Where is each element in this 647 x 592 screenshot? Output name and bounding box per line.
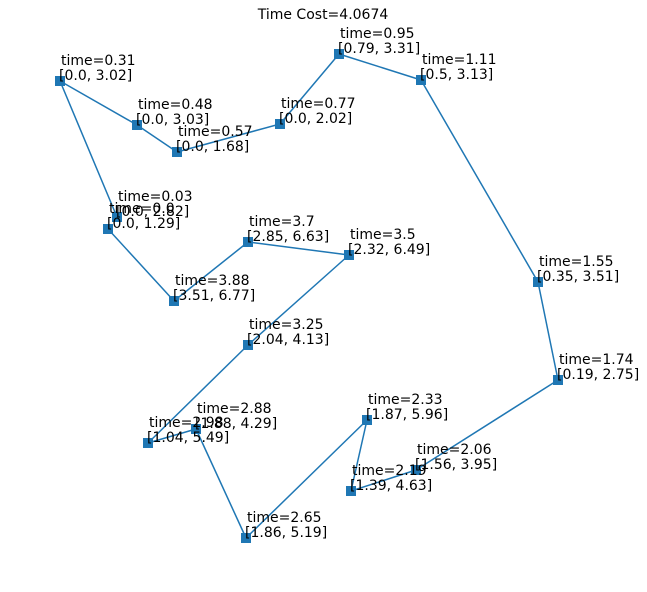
route-edge — [420, 79, 539, 283]
node-window-label: [0.0, 1.29] — [107, 216, 180, 232]
node-time-label: time=0.31 — [61, 53, 136, 69]
route-node-marker — [103, 224, 113, 234]
node-time-label: time=2.33 — [368, 392, 443, 408]
node-window-label: [0.79, 3.31] — [338, 41, 420, 57]
node-window-label: [3.51, 6.77] — [173, 288, 255, 304]
route-edge — [195, 428, 247, 539]
route-edge — [176, 123, 281, 153]
route-node-marker — [243, 237, 253, 247]
route-edge — [338, 53, 422, 81]
node-time-label: time=2.06 — [417, 442, 492, 458]
node-window-label: [0.35, 3.51] — [537, 269, 619, 285]
route-edge — [136, 124, 178, 153]
route-node-marker — [172, 147, 182, 157]
node-time-label: time=1.55 — [539, 254, 614, 270]
route-edge — [59, 80, 138, 126]
route-node-marker — [169, 296, 179, 306]
route-edge — [173, 241, 249, 302]
node-window-label: [1.39, 4.63] — [350, 478, 432, 494]
route-edge — [350, 419, 368, 492]
node-time-label: time=3.5 — [350, 227, 416, 243]
route-node-marker — [243, 340, 253, 350]
route-node-marker — [362, 415, 372, 425]
node-window-label: [0.0, 2.82] — [116, 204, 189, 220]
node-time-label: time=3.7 — [249, 214, 315, 230]
node-window-label: [0.0, 3.02] — [59, 68, 132, 84]
diagram-title: Time Cost=4.0674 — [257, 7, 389, 23]
node-time-label: time=3.88 — [175, 273, 250, 289]
node-window-label: [0.19, 2.75] — [557, 367, 639, 383]
route-node-marker — [416, 75, 426, 85]
node-window-label: [1.56, 3.95] — [415, 457, 497, 473]
route-node-marker — [411, 465, 421, 475]
route-node-marker — [241, 533, 251, 543]
route-node-marker — [143, 438, 153, 448]
route-edge — [245, 419, 368, 539]
route-edge — [279, 53, 340, 125]
route-edge — [147, 344, 249, 444]
route-edge — [247, 241, 350, 256]
node-time-label: time=1.11 — [422, 52, 497, 68]
route-edge — [59, 80, 118, 218]
route-node-marker — [344, 250, 354, 260]
route-node-marker — [132, 120, 142, 130]
route-edge — [107, 228, 175, 302]
node-time-label: time=2.88 — [197, 401, 272, 417]
node-time-label: time=0.57 — [178, 124, 253, 140]
node-time-label: time=0.03 — [118, 189, 193, 205]
node-window-label: [0.5, 3.13] — [420, 67, 493, 83]
route-edge — [247, 254, 350, 346]
node-window-label: [2.04, 4.13] — [247, 332, 329, 348]
node-time-label: time=0.48 — [138, 97, 213, 113]
node-window-label: [0.0, 3.03] — [136, 112, 209, 128]
node-window-label: [1.88, 4.29] — [195, 416, 277, 432]
node-time-label: time=3.25 — [249, 317, 324, 333]
node-time-label: time=2.19 — [352, 463, 427, 479]
route-node-marker — [346, 486, 356, 496]
node-time-label: time=2.98 — [149, 415, 224, 431]
route-node-marker — [191, 424, 201, 434]
node-window-label: [1.86, 5.19] — [245, 525, 327, 541]
node-window-label: [0.0, 2.02] — [279, 111, 352, 127]
route-node-marker — [533, 277, 543, 287]
route-edge — [147, 428, 197, 444]
node-labels: time=0.31[0.0, 3.02] time=0.48[0.0, 3.03]… — [59, 26, 639, 541]
node-window-label: [2.32, 6.49] — [348, 242, 430, 258]
node-time-label: time=1.74 — [559, 352, 634, 368]
node-time-label: time=0.95 — [340, 26, 415, 42]
node-time-label: time=0.77 — [281, 96, 356, 112]
route-nodes — [55, 49, 563, 543]
route-edge — [537, 281, 559, 381]
route-edge — [350, 469, 417, 492]
node-time-label: time=0.0 — [109, 201, 175, 217]
route-node-marker — [334, 49, 344, 59]
route-node-marker — [55, 76, 65, 86]
node-window-label: [1.87, 5.96] — [366, 407, 448, 423]
route-node-marker — [112, 212, 122, 222]
node-window-label: [2.85, 6.63] — [247, 229, 329, 245]
node-window-label: [1.04, 5.49] — [147, 430, 229, 446]
route-edge — [415, 379, 559, 471]
node-time-label: time=2.65 — [247, 510, 322, 526]
route-node-marker — [553, 375, 563, 385]
route-node-marker — [275, 119, 285, 129]
route-edges — [59, 53, 559, 539]
node-window-label: [0.0, 1.68] — [176, 139, 249, 155]
